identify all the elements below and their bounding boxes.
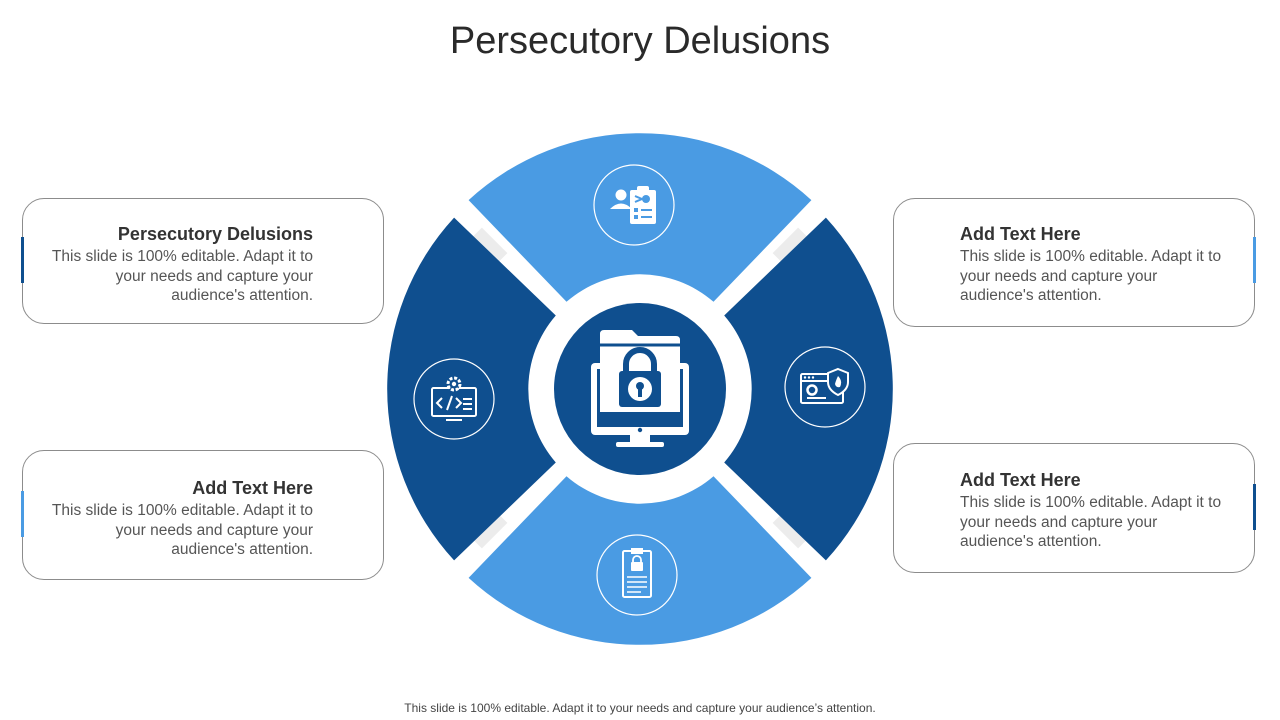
- card-accent-bar: [1253, 237, 1256, 283]
- text-card-top-left: Persecutory Delusions This slide is 100%…: [21, 198, 384, 324]
- card-body-text: This slide is 100% editable. Adapt it to…: [960, 494, 1222, 550]
- card-heading: Add Text Here: [960, 224, 1081, 244]
- segment-bottom[interactable]: [468, 476, 812, 645]
- locked-folder-monitor-icon: [591, 330, 689, 447]
- text-card-bottom-left: Add Text Here This slide is 100% editabl…: [21, 450, 384, 580]
- card-accent-bar: [21, 237, 24, 283]
- card-accent-bar: [1253, 484, 1256, 530]
- text-card-top-right: Add Text Here This slide is 100% editabl…: [893, 198, 1256, 327]
- card-body-text: This slide is 100% editable. Adapt it to…: [51, 248, 313, 304]
- locked-document-icon: [596, 534, 678, 616]
- code-monitor-gear-icon: [413, 358, 495, 440]
- browser-security-shield-icon: [784, 346, 866, 428]
- card-heading: Add Text Here: [192, 478, 313, 498]
- slide-title: Persecutory Delusions: [449, 20, 831, 62]
- card-heading: Persecutory Delusions: [117, 224, 313, 244]
- text-card-bottom-right: Add Text Here This slide is 100% editabl…: [893, 443, 1256, 573]
- card-accent-bar: [21, 491, 24, 537]
- user-checklist-icon: [593, 164, 675, 246]
- card-heading: Add Text Here: [960, 470, 1081, 490]
- card-body-text: This slide is 100% editable. Adapt it to…: [960, 248, 1222, 304]
- footer-note: This slide is 100% editable. Adapt it to…: [404, 701, 876, 715]
- card-body-text: This slide is 100% editable. Adapt it to…: [51, 502, 313, 558]
